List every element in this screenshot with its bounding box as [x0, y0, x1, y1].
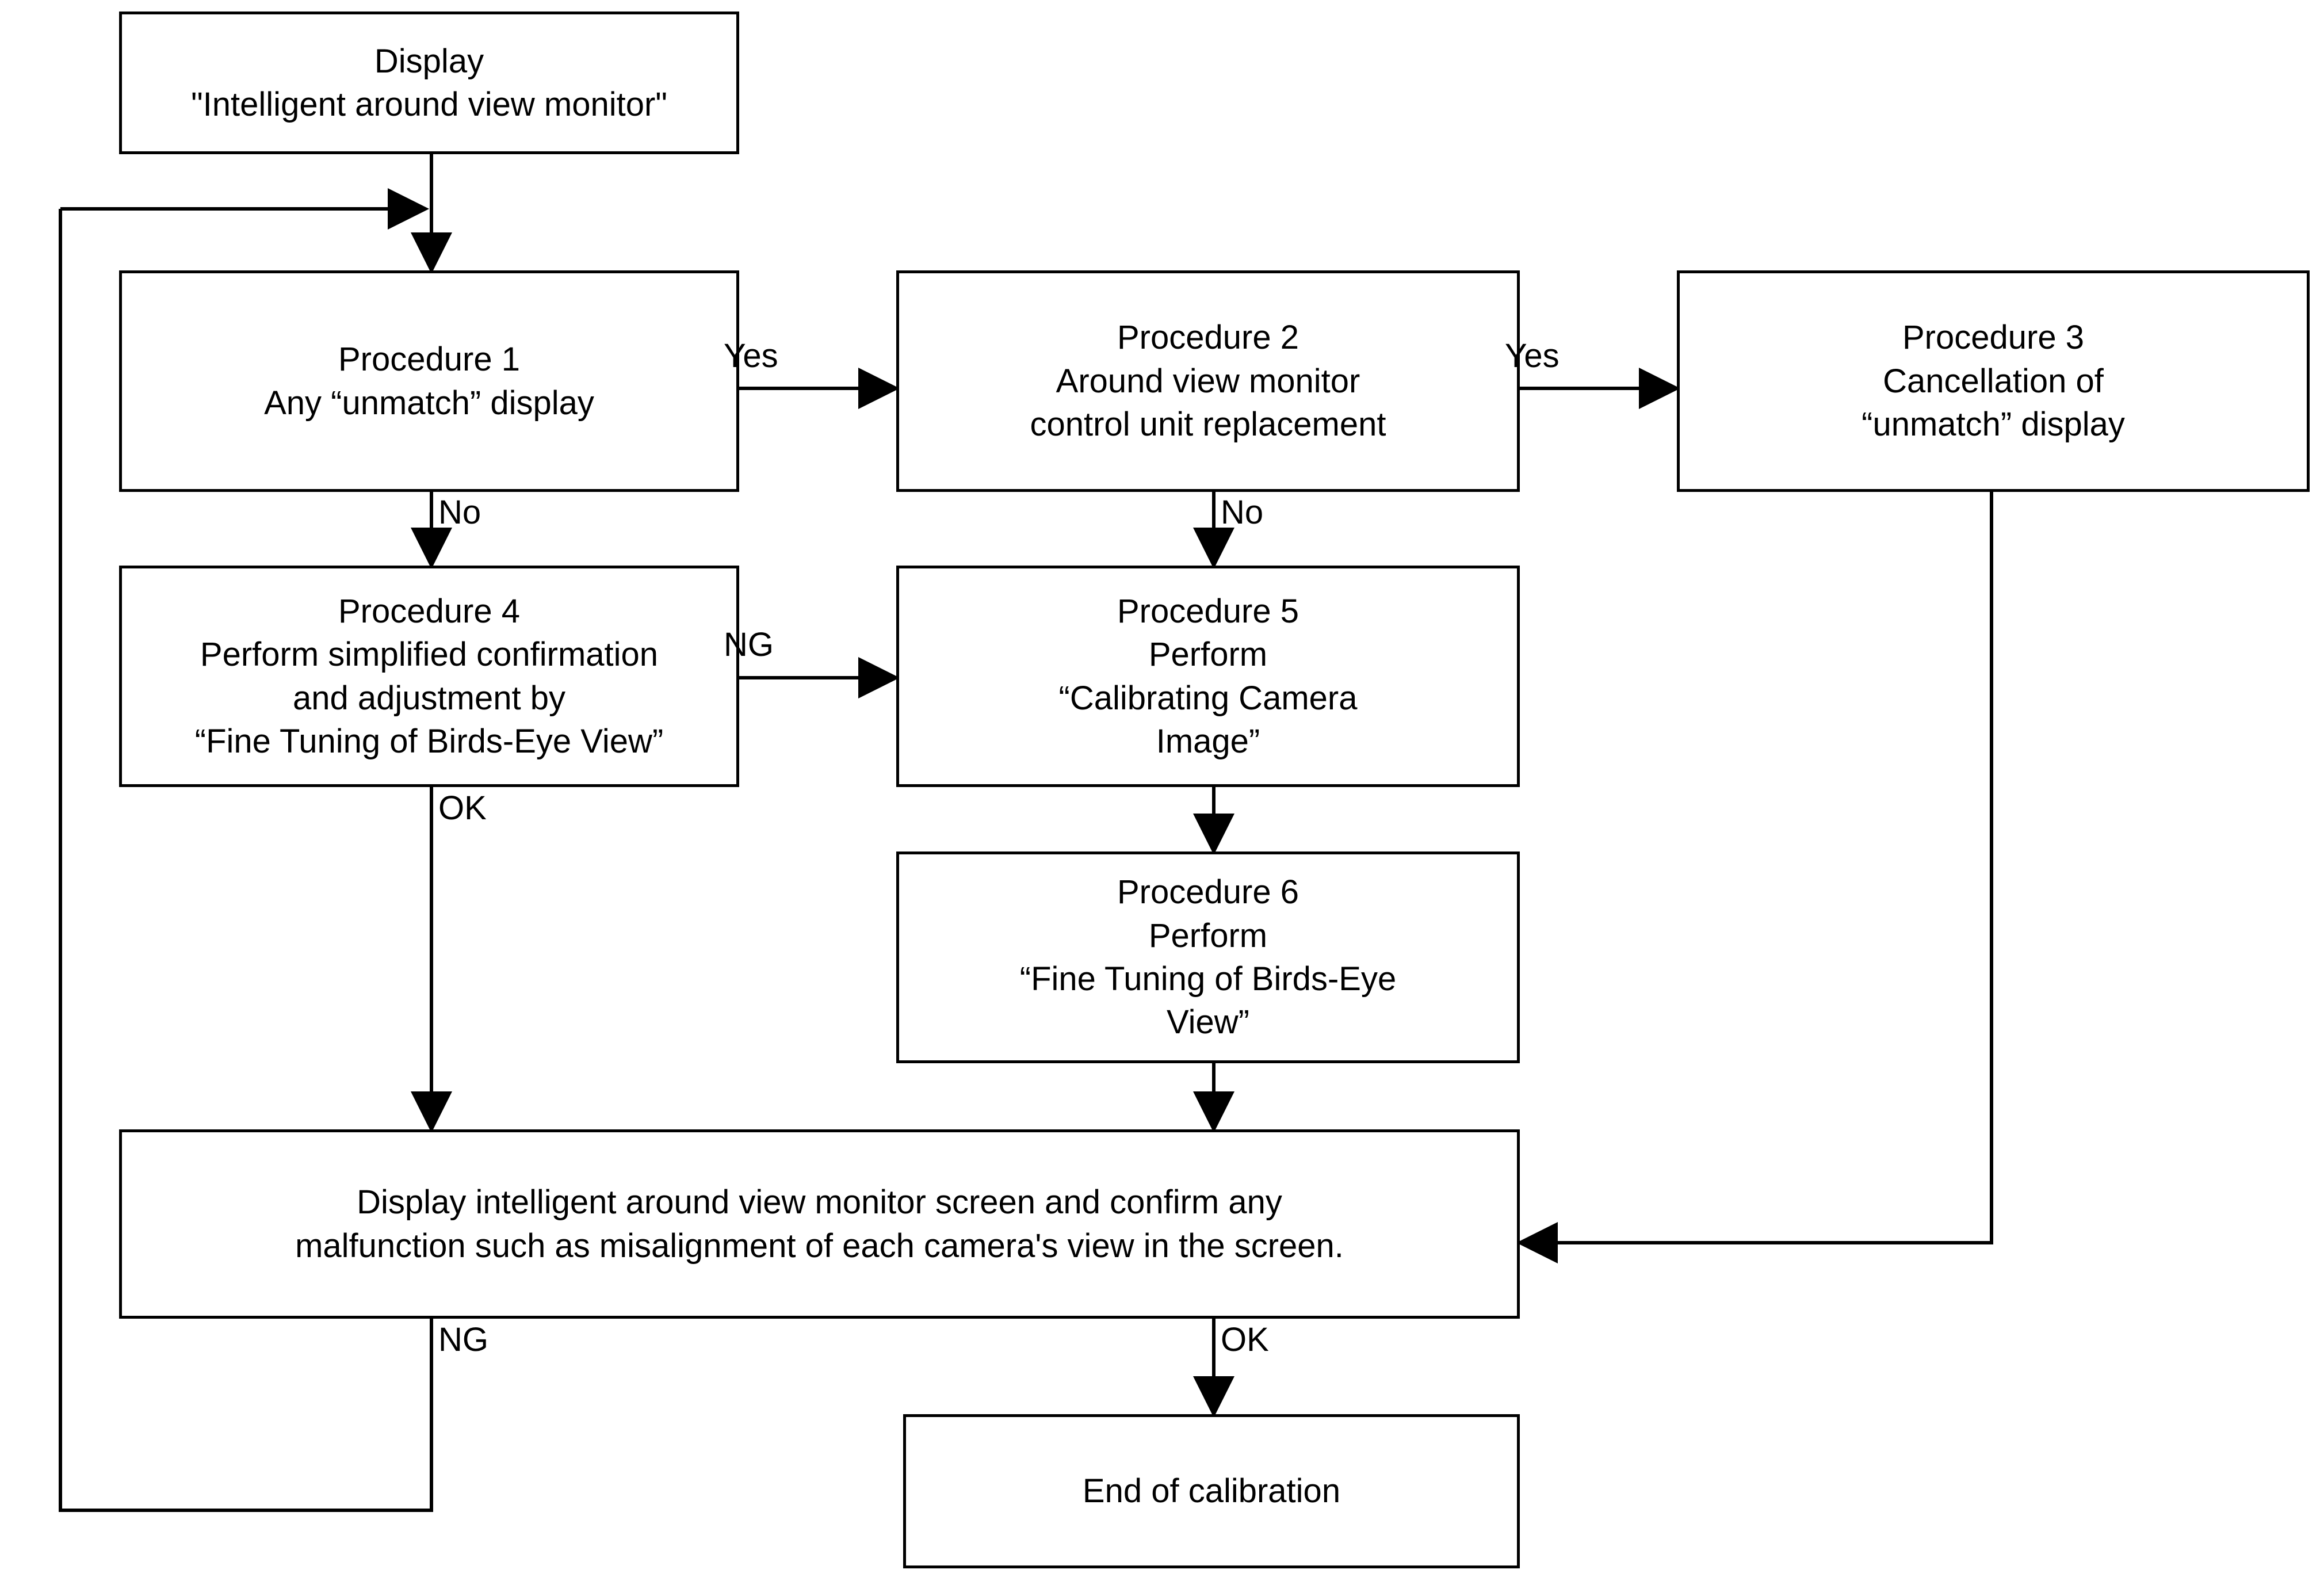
node-text-line: Procedure 4	[338, 592, 520, 630]
edge-label-p2-no: No	[1221, 494, 1264, 531]
edge-label-p1-yes: Yes	[724, 337, 778, 375]
node-text-line: Display	[374, 42, 484, 80]
node-display-start[interactable]: Display "Intelligent around view monitor…	[119, 12, 739, 154]
edge-label-p1-no: No	[438, 494, 481, 531]
node-text-line: Perform simplified confirmation	[200, 636, 659, 674]
node-text-line: “Calibrating Camera	[1058, 679, 1358, 717]
node-text-line: Cancellation of	[1883, 362, 2104, 400]
edge-label-p2-yes: Yes	[1505, 337, 1559, 375]
node-text-line: "Intelligent around view monitor"	[191, 86, 667, 123]
edge-p3-to-confirm	[1516, 492, 1993, 1263]
node-text-line: View”	[1167, 1003, 1249, 1041]
node-procedure-5[interactable]: Procedure 5 Perform “Calibrating Camera …	[896, 566, 1520, 787]
node-text-line: Any “unmatch” display	[264, 384, 594, 422]
node-text-line: and adjustment by	[293, 679, 565, 717]
node-procedure-6[interactable]: Procedure 6 Perform “Fine Tuning of Bird…	[896, 851, 1520, 1063]
node-text-line: “Fine Tuning of Birds-Eye	[1019, 960, 1397, 998]
node-text-line: End of calibration	[1082, 1472, 1341, 1510]
node-procedure-3[interactable]: Procedure 3 Cancellation of “unmatch” di…	[1677, 270, 2310, 492]
node-confirm-screen[interactable]: Display intelligent around view monitor …	[119, 1129, 1520, 1319]
node-text-line: “Fine Tuning of Birds-Eye View”	[194, 722, 664, 760]
node-text-line: Procedure 1	[338, 341, 520, 379]
edge-label-confirm-ok: OK	[1221, 1321, 1269, 1358]
edge-label-p4-ng: NG	[724, 626, 774, 663]
node-text-line: Procedure 6	[1117, 873, 1299, 911]
node-text-line: Perform	[1148, 636, 1268, 674]
edge-label-p4-ok: OK	[438, 789, 487, 827]
node-text-line: Procedure 5	[1117, 592, 1299, 630]
node-text-line: Image”	[1156, 722, 1260, 760]
node-text-line: “unmatch” display	[1862, 406, 2125, 444]
node-procedure-1[interactable]: Procedure 1 Any “unmatch” display	[119, 270, 739, 492]
node-text-line: Procedure 2	[1117, 319, 1299, 357]
node-procedure-2[interactable]: Procedure 2 Around view monitor control …	[896, 270, 1520, 492]
node-text-line: Procedure 3	[1902, 319, 2084, 357]
node-procedure-4[interactable]: Procedure 4 Perform simplified confirmat…	[119, 566, 739, 787]
edge-label-confirm-ng: NG	[438, 1321, 488, 1358]
node-end-of-calibration[interactable]: End of calibration	[903, 1414, 1520, 1568]
node-text-line: Around view monitor	[1056, 362, 1360, 400]
node-text-line: malfunction such as misalignment of each…	[295, 1227, 1344, 1265]
node-text-line: Display intelligent around view monitor …	[357, 1183, 1282, 1221]
node-text-line: control unit replacement	[1030, 406, 1386, 444]
node-text-line: Perform	[1148, 917, 1268, 954]
